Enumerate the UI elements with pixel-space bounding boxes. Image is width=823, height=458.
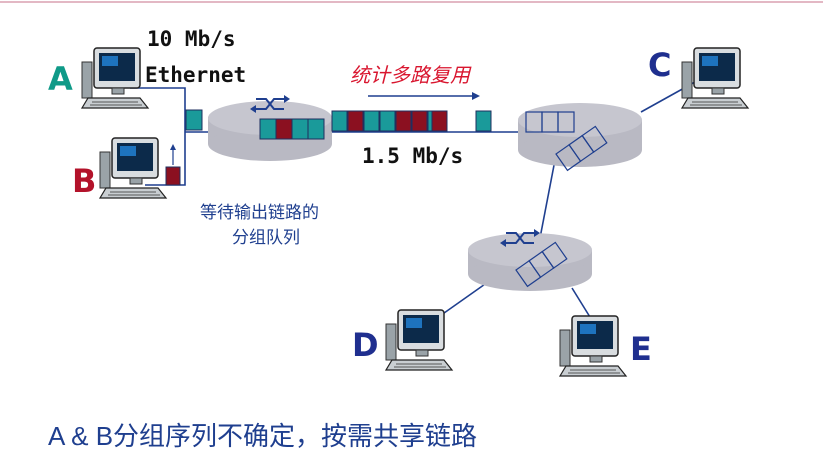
computer-a xyxy=(81,47,149,109)
ethernet-link-a xyxy=(130,87,186,132)
queue-packet xyxy=(291,118,309,140)
node-d-label: D xyxy=(352,326,379,364)
queue-packet xyxy=(307,118,325,140)
router-bottom-buffer xyxy=(515,241,568,288)
ethernet-link-b xyxy=(145,132,186,186)
multiplexing-arrow xyxy=(368,92,480,100)
ethernet-rate-label: 10 Mb/s xyxy=(147,27,236,51)
network-links xyxy=(130,81,696,331)
queue-label-line2: 分组队列 xyxy=(232,228,300,248)
computer-e xyxy=(559,315,627,377)
trunk-packet xyxy=(395,110,412,132)
node-b-label: B xyxy=(72,162,96,200)
router-right-buffer-out xyxy=(555,125,608,172)
trunk-packet xyxy=(331,110,348,132)
trunk-packet xyxy=(411,110,428,132)
packet-b-incoming xyxy=(165,166,181,186)
queue-packet xyxy=(275,118,293,140)
computer-b xyxy=(99,137,167,199)
multiplexing-label: 统计多路复用 xyxy=(350,63,472,87)
node-c-label: C xyxy=(648,46,671,84)
trunk-packet xyxy=(475,110,492,132)
node-e-label: E xyxy=(630,330,652,368)
computer-d xyxy=(385,309,453,371)
b-up-arrow-head xyxy=(170,144,176,150)
trunk-packet xyxy=(431,110,448,132)
trunk-packet xyxy=(363,110,380,132)
router-bottom xyxy=(468,233,592,291)
packet-a-incoming xyxy=(185,109,203,131)
ethernet-name-label: Ethernet xyxy=(145,63,246,87)
packets xyxy=(165,109,608,288)
trunk-packet xyxy=(347,110,364,132)
queue-packet xyxy=(259,118,277,140)
trunk-rate-label: 1.5 Mb/s xyxy=(362,144,463,168)
queue-label-line1: 等待输出链路的 xyxy=(200,203,319,223)
node-a-label: A xyxy=(48,60,73,98)
caption: A & B分组序列不确定，按需共享链路 xyxy=(48,421,477,451)
link-to-lower-router xyxy=(539,159,556,239)
computers xyxy=(81,47,749,377)
computer-c xyxy=(681,47,749,109)
trunk-packet xyxy=(379,110,396,132)
router-left xyxy=(208,101,332,161)
router-right-buffer-in xyxy=(525,111,575,133)
